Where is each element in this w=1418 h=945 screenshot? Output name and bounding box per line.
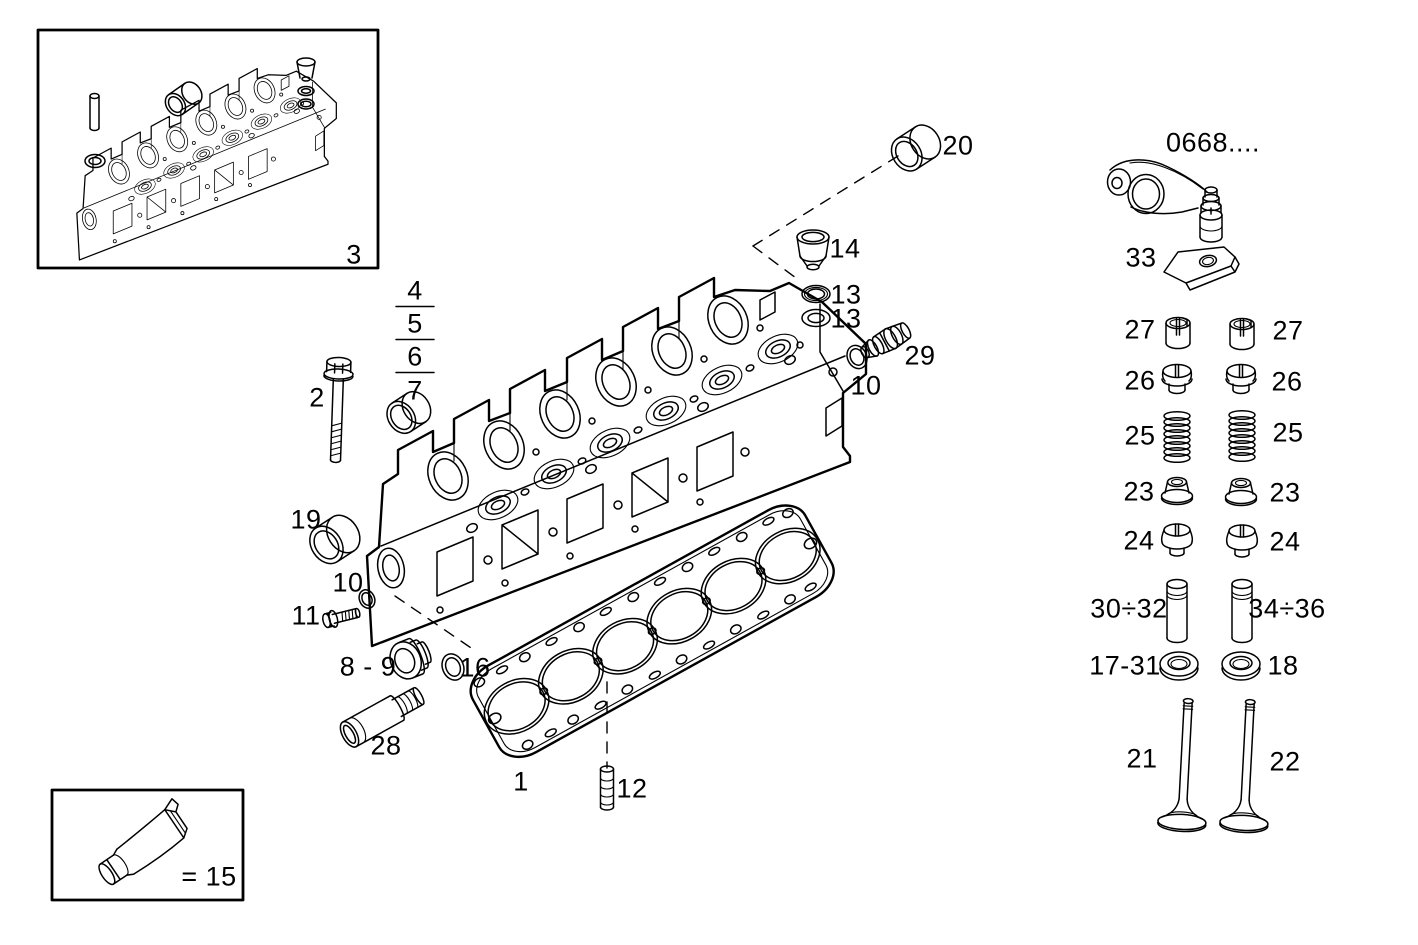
callout-19: 19	[290, 504, 322, 535]
head-end-faces	[376, 291, 844, 589]
cup-plug-19-drawing	[309, 514, 361, 565]
callout-25-right: 25	[1272, 417, 1304, 448]
callout-24-right: 24	[1269, 526, 1301, 557]
callout-18: 18	[1267, 650, 1299, 681]
spring-retainers-26-drawing	[1161, 363, 1257, 395]
callout-24-left: 24	[1123, 525, 1155, 556]
callout-20: 20	[942, 130, 974, 161]
callout-4: 4	[407, 275, 423, 306]
cup-plug-7-drawing	[386, 390, 432, 435]
callout-12: 12	[616, 773, 648, 804]
callout-1: 1	[513, 766, 529, 797]
callout-15: = 15	[181, 861, 237, 892]
callout-2: 2	[309, 382, 325, 413]
callout-3: 3	[346, 239, 362, 270]
head-deck-details	[465, 324, 804, 534]
callout-8-9: 8 - 9	[339, 651, 397, 682]
retainers-24-drawing	[1160, 523, 1259, 558]
stem-seals-23-drawing	[1160, 476, 1258, 507]
callout-23-right: 23	[1269, 477, 1301, 508]
valve-guides-drawing	[1166, 578, 1253, 644]
cylinder-head-drawing	[365, 276, 868, 648]
callout-34-36: 34÷36	[1248, 593, 1326, 624]
callout-14: 14	[829, 233, 861, 264]
callout-26-left: 26	[1124, 365, 1156, 396]
bolt-11-drawing	[322, 607, 361, 629]
inset-head-drawing	[76, 57, 337, 261]
callout-5: 5	[407, 308, 423, 339]
callout-28: 28	[370, 730, 402, 761]
head-cam-ports	[427, 295, 749, 501]
injector-sleeve-14-drawing	[796, 229, 830, 271]
valve-seat-washers-drawing	[1159, 651, 1261, 681]
callout-17-31: 17-31	[1089, 650, 1161, 681]
callout-11: 11	[291, 600, 321, 631]
assembly-dashed-leaders	[394, 155, 899, 769]
washer-13-upper-drawing	[801, 284, 831, 304]
callout-27-right: 27	[1272, 315, 1304, 346]
inset-head-box-frame	[36, 28, 380, 270]
washer-13-lower-drawing	[801, 308, 831, 328]
callout-stack-dividers	[395, 305, 435, 374]
callout-30-32: 30÷32	[1090, 593, 1168, 624]
valve-collets-drawing	[1165, 316, 1255, 351]
head-bolt-drawing	[323, 356, 354, 464]
stud-12-drawing	[599, 765, 615, 811]
callout-6: 6	[407, 341, 423, 372]
head-gasket-drawing	[462, 496, 842, 767]
seal-ring-10-left-drawing	[358, 589, 376, 609]
sealant-tube-drawing	[98, 798, 188, 886]
tube-28-drawing	[339, 686, 425, 748]
callout-23-left: 23	[1123, 476, 1155, 507]
head-front-face-ports	[436, 431, 750, 614]
callout-26-right: 26	[1271, 366, 1303, 397]
callout-10-left: 10	[332, 567, 364, 598]
fitting-29-drawing	[860, 322, 912, 359]
callout-25-left: 25	[1124, 420, 1156, 451]
rocker-pad-33-drawing	[1163, 246, 1240, 291]
callout-16: 16	[459, 652, 491, 683]
callout-13-upper: 13	[830, 279, 862, 310]
valve-springs-drawing	[1163, 409, 1256, 464]
callout-29: 29	[904, 340, 936, 371]
seal-ring-16-drawing	[441, 653, 465, 681]
callout-22: 22	[1269, 746, 1301, 777]
callout-33: 33	[1125, 242, 1157, 273]
plug-8-9-drawing	[389, 637, 432, 680]
callout-13-lower: 13	[830, 303, 862, 334]
seal-ring-10-right-drawing	[846, 344, 868, 370]
sealant-box-frame	[50, 788, 245, 902]
callout-27-left: 27	[1124, 314, 1156, 345]
cup-plug-20-drawing	[890, 124, 942, 172]
rocker-arm-drawing	[1106, 159, 1223, 243]
valves-drawing	[1156, 696, 1276, 835]
callout-10-right: 10	[850, 370, 882, 401]
callout-21: 21	[1126, 743, 1158, 774]
callout-7: 7	[407, 375, 423, 406]
callout-0668: 0668....	[1165, 127, 1261, 158]
